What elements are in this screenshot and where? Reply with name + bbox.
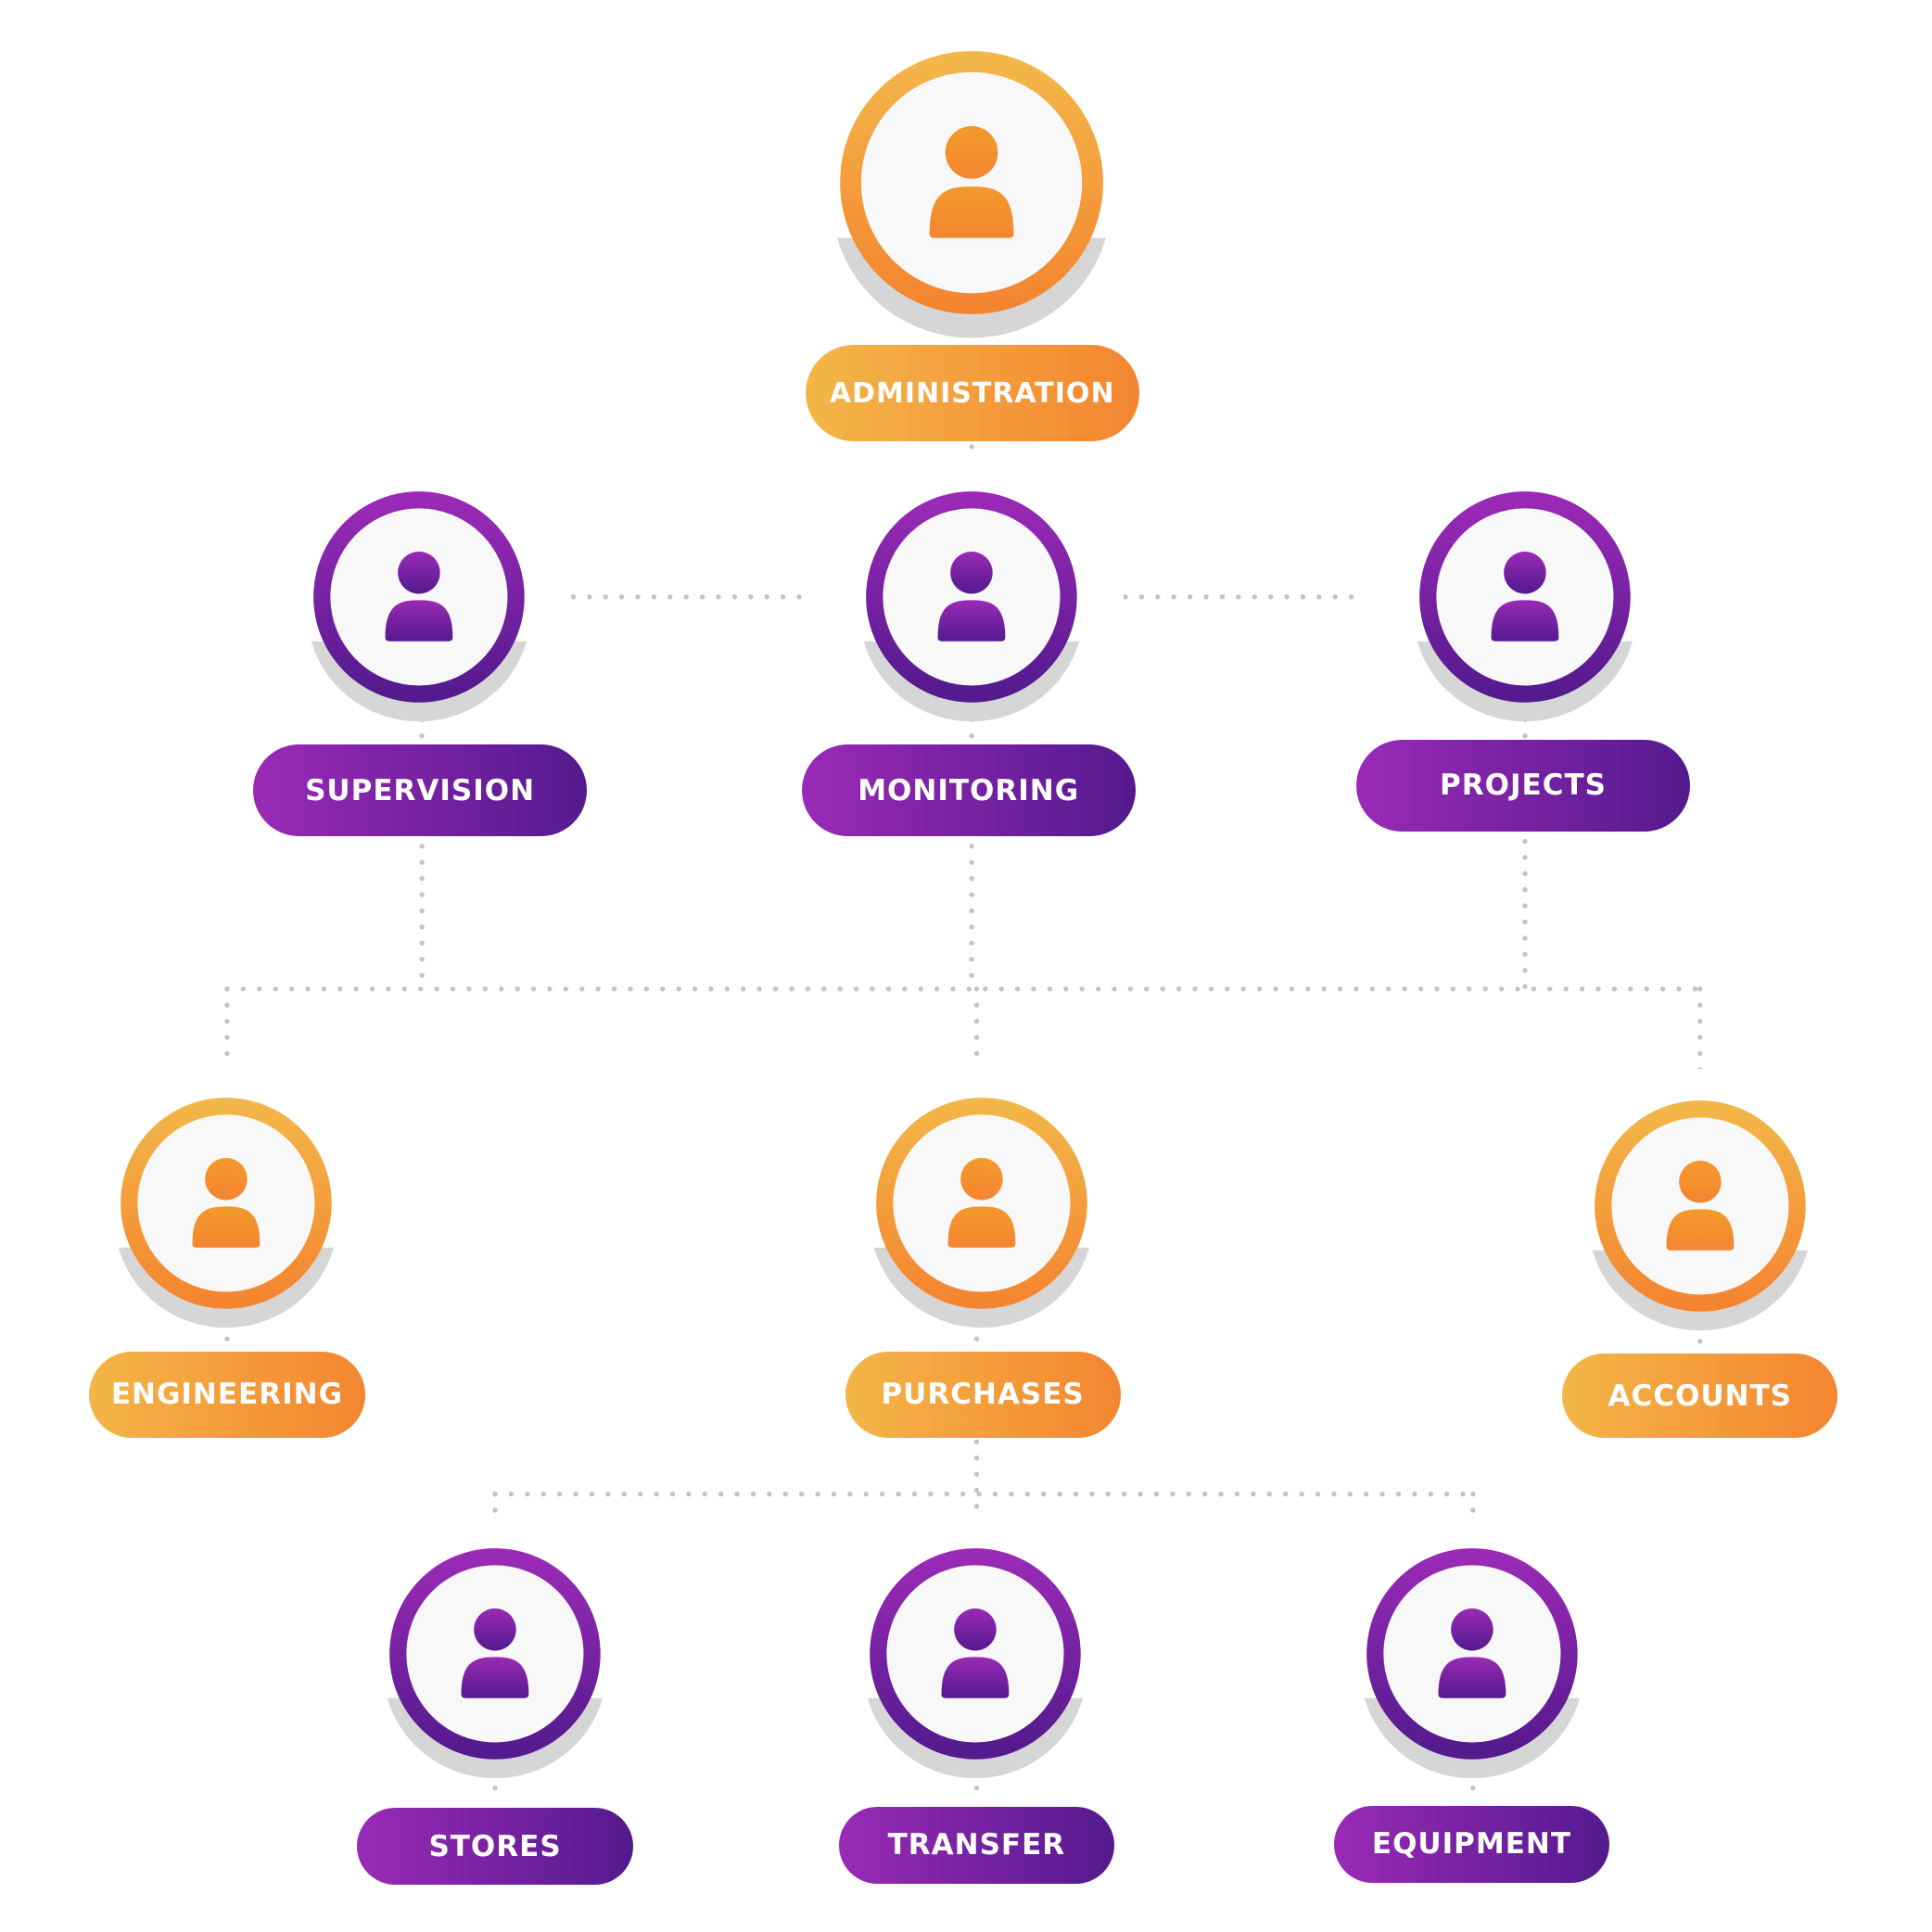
node-supervision-label: SUPERVISION xyxy=(305,773,536,807)
node-engineering-avatar xyxy=(99,1066,353,1328)
node-accounts-label: ACCOUNTS xyxy=(1608,1379,1792,1413)
node-equipment-avatar xyxy=(1344,1517,1598,1779)
node-accounts-pill: ACCOUNTS xyxy=(1562,1354,1838,1439)
user-icon xyxy=(1491,551,1559,642)
node-transfer-ring xyxy=(870,1548,1081,1760)
node-equipment-ring xyxy=(1366,1548,1578,1760)
node-stores-avatar xyxy=(368,1517,622,1779)
node-purchases-pill: PURCHASES xyxy=(845,1351,1121,1439)
user-icon xyxy=(461,1608,529,1698)
node-monitoring-label: MONITORING xyxy=(858,773,1080,807)
node-administration-pill: ADMINISTRATION xyxy=(805,345,1139,442)
node-monitoring-avatar xyxy=(845,459,1099,722)
node-equipment-label: EQUIPMENT xyxy=(1371,1827,1571,1861)
node-monitoring-ring xyxy=(866,491,1077,703)
node-administration-avatar xyxy=(813,13,1130,338)
node-accounts-ring xyxy=(1594,1100,1806,1312)
node-equipment-pill: EQUIPMENT xyxy=(1333,1805,1610,1883)
node-accounts-avatar xyxy=(1573,1069,1827,1331)
node-projects-pill: PROJECTS xyxy=(1355,739,1691,832)
user-icon xyxy=(1666,1161,1735,1251)
user-icon xyxy=(929,125,1014,238)
node-stores-label: STORES xyxy=(428,1829,562,1863)
node-supervision-avatar xyxy=(292,459,546,722)
node-projects-avatar xyxy=(1398,459,1652,722)
node-purchases-avatar xyxy=(855,1066,1109,1328)
user-icon xyxy=(386,551,453,642)
user-icon xyxy=(941,1608,1010,1698)
node-transfer-label: TRANSFER xyxy=(887,1828,1066,1862)
node-supervision-pill: SUPERVISION xyxy=(253,744,588,837)
node-transfer-pill: TRANSFER xyxy=(838,1806,1114,1884)
node-projects-label: PROJECTS xyxy=(1440,769,1607,803)
user-icon xyxy=(192,1158,260,1249)
user-icon xyxy=(937,551,1006,642)
node-administration-ring xyxy=(840,50,1103,314)
node-monitoring-pill: MONITORING xyxy=(801,744,1136,837)
node-engineering-label: ENGINEERING xyxy=(110,1378,344,1412)
node-purchases-ring xyxy=(875,1098,1087,1310)
user-icon xyxy=(947,1158,1016,1249)
node-projects-ring xyxy=(1419,491,1631,703)
node-stores-pill: STORES xyxy=(357,1808,633,1886)
node-engineering-ring xyxy=(120,1098,332,1310)
node-transfer-avatar xyxy=(848,1517,1102,1779)
node-purchases-label: PURCHASES xyxy=(881,1378,1085,1412)
node-engineering-pill: ENGINEERING xyxy=(89,1351,365,1439)
node-administration-label: ADMINISTRATION xyxy=(829,376,1115,410)
node-stores-ring xyxy=(389,1548,601,1760)
user-icon xyxy=(1438,1608,1506,1698)
node-supervision-ring xyxy=(313,491,526,703)
